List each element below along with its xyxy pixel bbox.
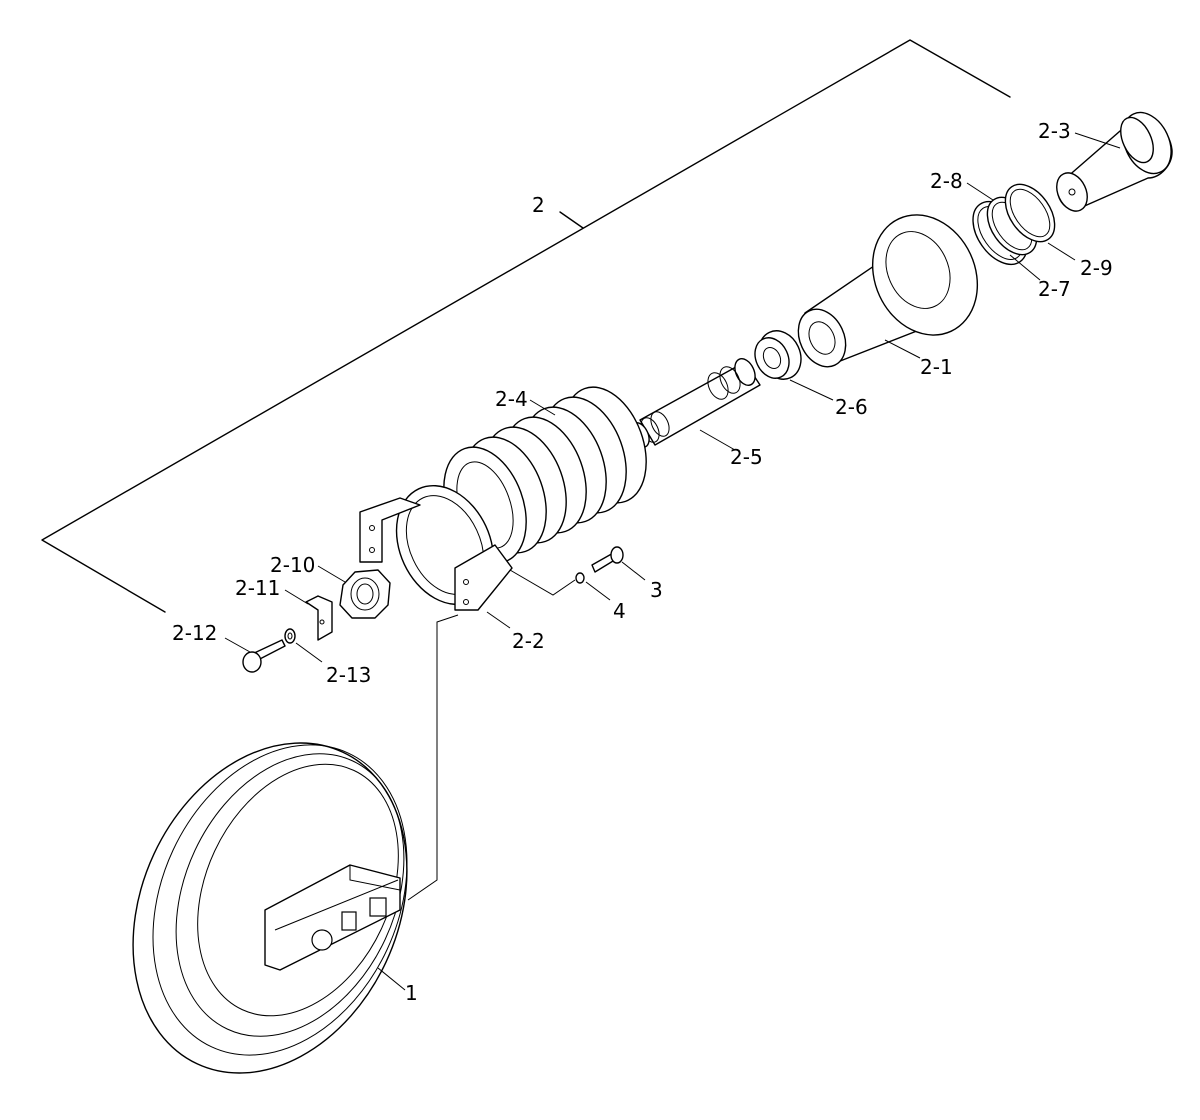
leader-2-5	[699, 429, 736, 451]
part-3-bolt	[591, 546, 624, 573]
label-2-11: 2-11	[235, 576, 280, 600]
label-2-7: 2-7	[1038, 277, 1071, 301]
bracket-line	[41, 39, 1011, 613]
leader-2-13	[295, 642, 323, 663]
callout-labels: 2 2-3 2-8 2-9 2-7 2-1 2-6 2-4 2-5 2-10 2…	[172, 119, 1113, 1005]
leader-1-to-2-2	[407, 614, 459, 901]
leader-4	[585, 581, 611, 601]
leader-2-7	[1009, 254, 1041, 281]
leader-2-8	[966, 182, 994, 201]
leader-2-6	[789, 379, 834, 401]
label-2-6: 2-6	[835, 395, 868, 419]
leader-3-4-bracket	[509, 569, 576, 596]
leader-3	[621, 561, 646, 581]
label-2-4: 2-4	[495, 387, 528, 411]
leader-2-1	[884, 339, 921, 359]
label-2-13: 2-13	[326, 663, 371, 687]
leader-2-11	[284, 589, 309, 605]
label-2-10: 2-10	[270, 553, 315, 577]
label-2-5: 2-5	[730, 445, 763, 469]
leader-lines	[224, 132, 1121, 991]
label-4: 4	[613, 599, 626, 623]
label-2-12: 2-12	[172, 621, 217, 645]
leader-2-10	[317, 565, 346, 583]
part-1-idler-wheel	[132, 742, 408, 1074]
leader-2-12	[224, 637, 251, 653]
label-2-1: 2-1	[920, 355, 953, 379]
leader-2-2	[486, 611, 511, 629]
part-2-3-pin	[1056, 111, 1173, 212]
bracket-leader	[559, 211, 584, 229]
part-2-6-nut	[754, 330, 802, 380]
label-3: 3	[650, 578, 663, 602]
label-2-9: 2-9	[1080, 256, 1113, 280]
part-2-11-clip	[305, 595, 333, 641]
leader-2-3	[1074, 132, 1121, 149]
label-2-8: 2-8	[930, 169, 963, 193]
leader-2-4	[529, 399, 556, 416]
label-2-3: 2-3	[1038, 119, 1071, 143]
leader-1	[377, 967, 406, 991]
part-2-13-washer	[284, 628, 296, 644]
part-2-1-cylinder	[797, 214, 979, 368]
label-1: 1	[405, 981, 418, 1005]
assembly-bracket-2	[41, 39, 1011, 613]
label-2: 2	[532, 193, 545, 217]
part-2-12-bolt	[242, 639, 286, 673]
part-2-5-rod	[630, 358, 761, 448]
part-2-9-ring	[1004, 183, 1056, 243]
part-4-washer	[575, 572, 585, 584]
part-2-10-nut	[339, 569, 391, 619]
label-2-2: 2-2	[512, 629, 545, 653]
part-2-2-yoke	[359, 484, 513, 611]
leader-2-9	[1047, 242, 1076, 261]
